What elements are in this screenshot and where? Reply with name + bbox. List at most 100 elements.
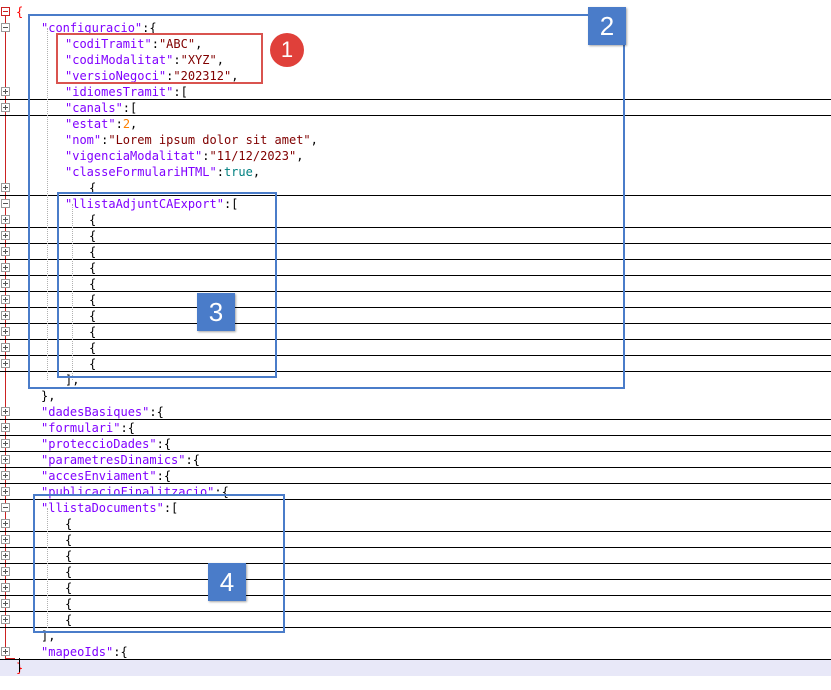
code-line[interactable]: { [0, 276, 831, 292]
fold-expand-icon[interactable] [1, 535, 10, 544]
fold-expand-icon[interactable] [1, 87, 10, 96]
fold-expand-icon[interactable] [1, 359, 10, 368]
code-line[interactable]: "classeFormulariHTML":true, [0, 164, 831, 180]
fold-collapse-icon[interactable] [1, 503, 10, 512]
code-token: :{ [142, 21, 157, 35]
code-line[interactable]: { [0, 324, 831, 340]
fold-expand-icon[interactable] [1, 327, 10, 336]
code-line[interactable]: ], [0, 628, 831, 644]
fold-expand-icon[interactable] [1, 215, 10, 224]
code-token: :{ [149, 405, 164, 419]
code-line[interactable]: { [0, 548, 831, 564]
fold-expand-icon[interactable] [1, 583, 10, 592]
fold-expand-icon[interactable] [1, 551, 10, 560]
code-line[interactable]: "formulari":{ [0, 420, 831, 436]
code-token: { [65, 549, 73, 563]
code-token: "formulari" [41, 421, 121, 435]
code-line[interactable]: } [0, 660, 831, 676]
code-token: "Lorem ipsum dolor sit amet" [108, 133, 311, 147]
code-line[interactable]: { [0, 308, 831, 324]
code-token: { [89, 181, 97, 195]
code-token: "codiModalitat" [65, 53, 174, 67]
code-token: "proteccioDades" [41, 437, 157, 451]
code-token: , [130, 117, 138, 131]
code-token: "idiomesTramit" [65, 85, 174, 99]
line-text: { [16, 4, 23, 20]
code-line[interactable]: { [0, 228, 831, 244]
fold-expand-icon[interactable] [1, 439, 10, 448]
code-line[interactable]: { [0, 516, 831, 532]
code-token: :{ [156, 437, 172, 451]
code-line[interactable]: { [0, 4, 831, 20]
code-line[interactable]: "versioNegoci":"202312", [0, 68, 831, 84]
code-line[interactable]: "codiTramit":"ABC", [0, 36, 831, 52]
line-text: { [65, 580, 72, 596]
line-text: { [89, 228, 96, 244]
fold-expand-icon[interactable] [1, 599, 10, 608]
fold-collapse-icon[interactable] [1, 199, 10, 208]
fold-expand-icon[interactable] [1, 183, 10, 192]
fold-expand-icon[interactable] [1, 263, 10, 272]
fold-expand-icon[interactable] [1, 311, 10, 320]
fold-expand-icon[interactable] [1, 247, 10, 256]
code-line[interactable]: }, [0, 388, 831, 404]
code-line[interactable]: "publicacioFinalitzacio":{ [0, 484, 831, 500]
code-line[interactable]: "estat":2, [0, 116, 831, 132]
code-line[interactable]: { [0, 244, 831, 260]
fold-expand-icon[interactable] [1, 423, 10, 432]
line-text: "parametresDinamics":{ [41, 452, 200, 468]
fold-expand-icon[interactable] [1, 615, 10, 624]
code-line[interactable]: "canals":[ [0, 100, 831, 116]
code-token: : [202, 149, 210, 163]
fold-expand-icon[interactable] [1, 343, 10, 352]
code-line[interactable]: "nom":"Lorem ipsum dolor sit amet", [0, 132, 831, 148]
fold-expand-icon[interactable] [1, 279, 10, 288]
code-token: }, [41, 389, 56, 403]
code-token: { [89, 341, 97, 355]
fold-expand-icon[interactable] [1, 647, 10, 656]
line-text: "estat":2, [65, 116, 137, 132]
fold-expand-icon[interactable] [1, 567, 10, 576]
code-token: "dadesBasiques" [41, 405, 150, 419]
code-line[interactable]: { [0, 340, 831, 356]
code-line[interactable]: { [0, 292, 831, 308]
code-line[interactable]: "llistaAdjuntCAExport":[ [0, 196, 831, 212]
fold-expand-icon[interactable] [1, 471, 10, 480]
code-line[interactable]: { [0, 212, 831, 228]
code-line[interactable]: "llistaDocuments":[ [0, 500, 831, 516]
code-line[interactable]: "proteccioDades":{ [0, 436, 831, 452]
code-line[interactable]: { [0, 532, 831, 548]
code-line[interactable]: "mapeoIds":{ [0, 644, 831, 660]
code-line[interactable]: "idiomesTramit":[ [0, 84, 831, 100]
fold-expand-icon[interactable] [1, 295, 10, 304]
fold-expand-icon[interactable] [1, 519, 10, 528]
code-line[interactable]: { [0, 580, 831, 596]
line-text: "configuracio":{ [41, 20, 157, 36]
code-line[interactable]: { [0, 612, 831, 628]
code-line[interactable]: { [0, 356, 831, 372]
fold-expand-icon[interactable] [1, 103, 10, 112]
code-line[interactable]: "dadesBasiques":{ [0, 404, 831, 420]
code-line[interactable]: { [0, 180, 831, 196]
fold-expand-icon[interactable] [1, 487, 10, 496]
code-line[interactable]: ], [0, 372, 831, 388]
code-line[interactable]: "configuracio":{ [0, 20, 831, 36]
code-token: { [16, 5, 24, 19]
code-line[interactable]: "vigenciaModalitat":"11/12/2023", [0, 148, 831, 164]
code-line[interactable]: { [0, 564, 831, 580]
line-text: "llistaAdjuntCAExport":[ [65, 196, 238, 212]
code-token: "llistaDocuments" [41, 501, 164, 515]
code-line[interactable]: "codiModalitat":"XYZ", [0, 52, 831, 68]
code-line[interactable]: "accesEnviament":{ [0, 468, 831, 484]
fold-collapse-icon[interactable] [1, 7, 10, 16]
fold-expand-icon[interactable] [1, 455, 10, 464]
code-line[interactable]: { [0, 260, 831, 276]
fold-collapse-icon[interactable] [1, 23, 10, 32]
fold-expand-icon[interactable] [1, 231, 10, 240]
code-line[interactable]: { [0, 596, 831, 612]
code-token: { [65, 517, 73, 531]
code-token: "configuracio" [41, 21, 143, 35]
fold-expand-icon[interactable] [1, 407, 10, 416]
code-line[interactable]: "parametresDinamics":{ [0, 452, 831, 468]
